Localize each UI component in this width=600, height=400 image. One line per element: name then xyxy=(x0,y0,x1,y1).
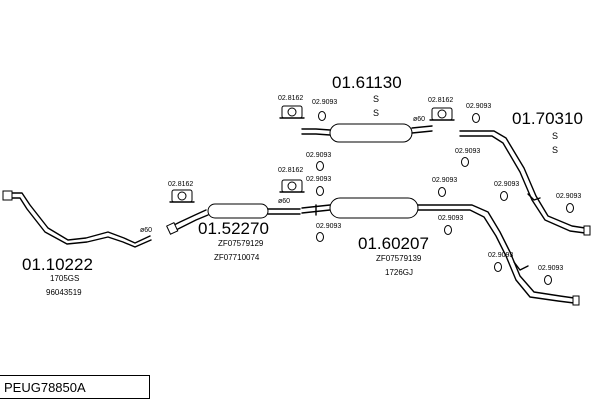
ring-label: 02.9093 xyxy=(488,252,513,259)
ref-96043519: 96043519 xyxy=(46,288,82,297)
clamp-label: ø60 xyxy=(140,227,152,234)
ring-label: 02.9093 xyxy=(312,99,337,106)
ring-label: 02.9093 xyxy=(538,265,563,272)
ring-label: 02.9093 xyxy=(306,152,331,159)
ref-s: S xyxy=(552,145,558,155)
ring-label: 02.9093 xyxy=(455,148,480,155)
ref-1705gs: 1705GS xyxy=(50,274,79,283)
hanger-icon[interactable] xyxy=(429,107,455,121)
ring-icon[interactable] xyxy=(494,262,502,272)
ring-label: 02.9093 xyxy=(306,176,331,183)
ref-zf07579129: ZF07579129 xyxy=(218,239,264,248)
rear-silencer-body xyxy=(329,197,419,219)
part-number-01-70310: 01.70310 xyxy=(512,109,583,128)
ref-1726gj: 1726GJ xyxy=(385,268,413,277)
ref-zf07710074: ZF07710074 xyxy=(214,253,260,262)
part-number-01-60207: 01.60207 xyxy=(358,234,429,253)
ring-label: 02.9093 xyxy=(316,223,341,230)
ref-s: S xyxy=(373,108,379,118)
hanger-label: 02.8162 xyxy=(168,181,193,188)
diagram-code: PEUG78850A xyxy=(4,380,86,395)
ring-label: 02.9093 xyxy=(432,177,457,184)
ring-label: 02.9093 xyxy=(556,193,581,200)
rear-hanger xyxy=(513,261,529,271)
ring-icon[interactable] xyxy=(316,186,324,196)
ring-icon[interactable] xyxy=(318,111,326,121)
hanger-label: 02.8162 xyxy=(278,95,303,102)
hanger-label: 02.8162 xyxy=(278,167,303,174)
tail-hanger xyxy=(527,193,541,201)
part-number-01-52270: 01.52270 xyxy=(198,219,269,238)
ring-icon[interactable] xyxy=(316,232,324,242)
ring-icon[interactable] xyxy=(461,157,469,167)
ring-icon[interactable] xyxy=(316,161,324,171)
ring-icon[interactable] xyxy=(566,203,574,213)
hanger-icon[interactable] xyxy=(279,179,305,193)
ring-label: 02.9093 xyxy=(494,181,519,188)
ring-label: 02.9093 xyxy=(438,215,463,222)
front-pipe-flange xyxy=(2,190,13,201)
ring-icon[interactable] xyxy=(472,113,480,123)
tail-pipe-upper[interactable] xyxy=(459,130,591,236)
part-number-01-10222: 01.10222 xyxy=(22,255,93,274)
hanger-label: 02.8162 xyxy=(428,97,453,104)
clamp-label: ø60 xyxy=(278,198,290,205)
ring-label: 02.9093 xyxy=(466,103,491,110)
ring-icon[interactable] xyxy=(444,225,452,235)
hanger-icon[interactable] xyxy=(279,105,305,119)
front-silencer-body xyxy=(207,203,269,219)
intermediate-silencer-body xyxy=(329,123,413,143)
front-silencer[interactable] xyxy=(166,203,301,235)
rear-silencer[interactable] xyxy=(301,197,580,306)
ring-icon[interactable] xyxy=(500,191,508,201)
hanger-icon[interactable] xyxy=(169,189,195,203)
ref-s: S xyxy=(373,94,379,104)
intermediate-silencer[interactable] xyxy=(301,123,433,143)
part-number-01-61130: 01.61130 xyxy=(332,73,402,92)
front-pipe[interactable] xyxy=(2,190,152,248)
ring-icon[interactable] xyxy=(438,187,446,197)
ref-s: S xyxy=(552,131,558,141)
ref-zf07579139: ZF07579139 xyxy=(376,254,422,263)
ring-icon[interactable] xyxy=(544,275,552,285)
diagram-code-box: PEUG78850A xyxy=(0,375,150,399)
clamp-label: ø60 xyxy=(413,116,425,123)
